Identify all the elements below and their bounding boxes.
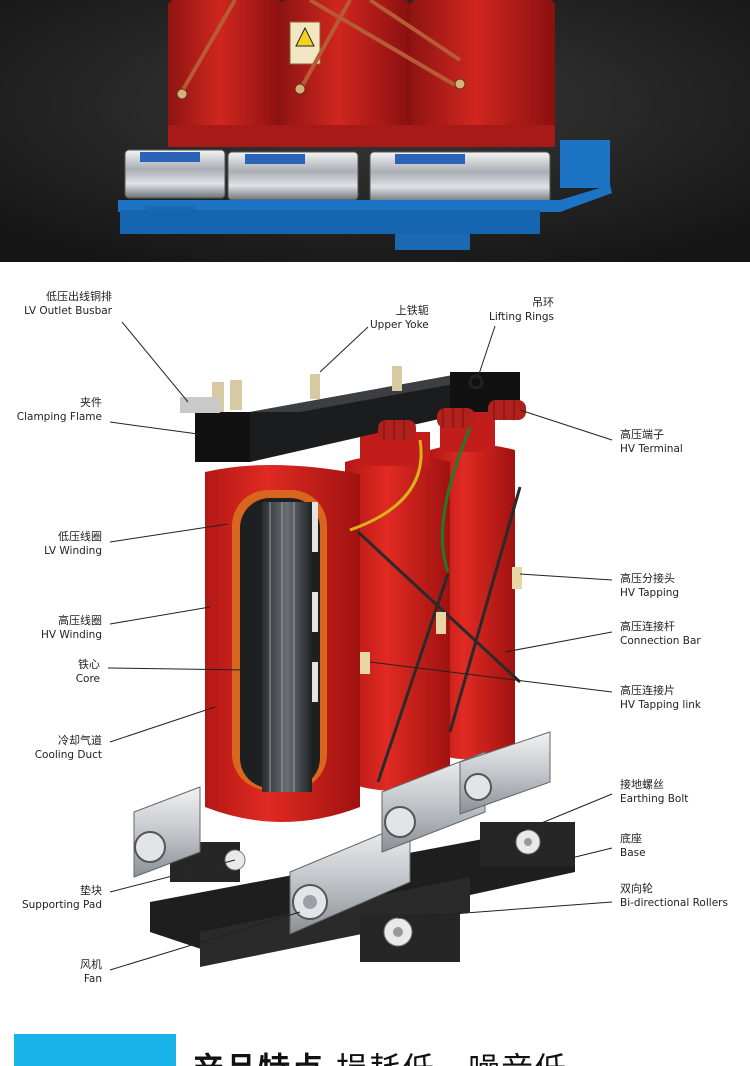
label-bi-directional-rollers: 双向轮 Bi-directional Rollers [620, 882, 728, 910]
label-en: Cooling Duct [34, 749, 102, 761]
hv-terminal-2 [437, 408, 475, 428]
label-lv-winding: 低压线圈 LV Winding [44, 530, 102, 558]
hv-terminal-1 [378, 420, 416, 440]
label-en: Clamping Flame [16, 411, 102, 423]
label-zh: 高压连接杆 [620, 620, 675, 633]
lv-busbar-shape [180, 366, 402, 413]
label-hv-tapping-link: 高压连接片 HV Tapping link [620, 684, 701, 712]
label-zh: 接地螺丝 [620, 778, 664, 791]
yellow-cable [349, 439, 423, 532]
label-lifting-rings: 吊环 Lifting Rings [489, 296, 554, 324]
label-upper-yoke: 上铁轭 Upper Yoke [370, 304, 429, 332]
label-fan: 风机 Fan [80, 958, 102, 986]
label-en: HV Winding [40, 629, 102, 641]
label-zh: 上铁轭 [395, 304, 429, 317]
label-zh: 双向轮 [620, 882, 653, 895]
label-hv-winding: 高压线圈 HV Winding [41, 614, 102, 642]
label-zh: 高压连接片 [620, 684, 675, 697]
label-zh: 风机 [80, 958, 102, 971]
label-clamping-flame: 夹件 Clamping Flame [17, 396, 102, 424]
fan-back [459, 731, 551, 815]
label-zh: 夹件 [80, 396, 102, 409]
label-zh: 高压线圈 [58, 614, 102, 627]
photo-base [118, 185, 612, 212]
coil-right [430, 412, 515, 760]
label-hv-tapping: 高压分接头 HV Tapping [620, 572, 679, 600]
label-en: Connection Bar [620, 635, 701, 647]
label-en: Bi-directional Rollers [620, 897, 728, 909]
label-en: LV Outlet Busbar [24, 305, 112, 317]
label-en: Fan [83, 973, 102, 985]
label-en: Supporting Pad [21, 899, 102, 911]
label-lv-outlet-busbar: 低压出线铜排 LV Outlet Busbar [24, 290, 112, 318]
green-cable [440, 427, 472, 573]
label-connection-bar: 高压连接杆 Connection Bar [620, 620, 701, 648]
label-earthing-bolt: 接地螺丝 Earthing Bolt [620, 778, 688, 806]
label-zh: 铁心 [78, 658, 100, 671]
label-zh: 高压分接头 [620, 572, 675, 585]
photo-coil-right [410, 0, 555, 140]
label-zh: 冷却气道 [58, 734, 102, 747]
label-zh: 垫块 [80, 884, 102, 897]
leader-lines [107, 321, 613, 971]
upper-yoke-shape [195, 372, 520, 462]
coil-middle [345, 432, 450, 791]
label-en: Lifting Rings [489, 311, 554, 323]
section-title: 产品特点 损耗低、噪音低 [192, 1044, 567, 1066]
fan-front [289, 821, 411, 935]
fan-middle [381, 751, 486, 853]
label-supporting-pad: 垫块 Supporting Pad [22, 884, 102, 912]
coil-front-cutaway [205, 464, 360, 822]
label-cooling-duct: 冷却气道 Cooling Duct [35, 734, 102, 762]
transformer-photo-top [0, 0, 750, 262]
lifting-ring-shape [468, 374, 484, 390]
label-en: HV Tapping [620, 587, 680, 599]
fan-left [133, 786, 201, 878]
label-base: 底座 Base [620, 832, 646, 860]
label-en: Base [620, 847, 646, 859]
label-zh: 底座 [620, 832, 642, 845]
photo-coil-left [168, 0, 283, 140]
label-en: HV Tapping link [620, 699, 702, 711]
label-en: LV Winding [44, 545, 102, 557]
hv-terminal-3 [488, 400, 526, 420]
label-en: Earthing Bolt [620, 793, 689, 805]
label-zh: 低压线圈 [58, 530, 102, 543]
tapping-points [360, 567, 522, 674]
label-en: HV Terminal [620, 443, 683, 455]
section-header-strip: 产品特点 损耗低、噪音低 [0, 1030, 750, 1066]
roller-1 [383, 917, 413, 947]
transformer-structure-diagram [10, 262, 730, 1030]
label-en: Core [75, 673, 100, 685]
label-hv-terminal: 高压端子 HV Terminal [620, 428, 683, 456]
label-zh: 低压出线铜排 [46, 290, 112, 303]
label-zh: 高压端子 [620, 428, 664, 441]
accent-block [14, 1034, 176, 1066]
label-en: Upper Yoke [370, 319, 429, 331]
label-zh: 吊环 [531, 296, 554, 309]
label-core: 铁心 Core [76, 658, 100, 686]
roller-2 [515, 829, 541, 855]
section-title-rest: 损耗低、噪音低 [336, 1050, 567, 1066]
section-title-bold: 产品特点 [192, 1050, 324, 1066]
